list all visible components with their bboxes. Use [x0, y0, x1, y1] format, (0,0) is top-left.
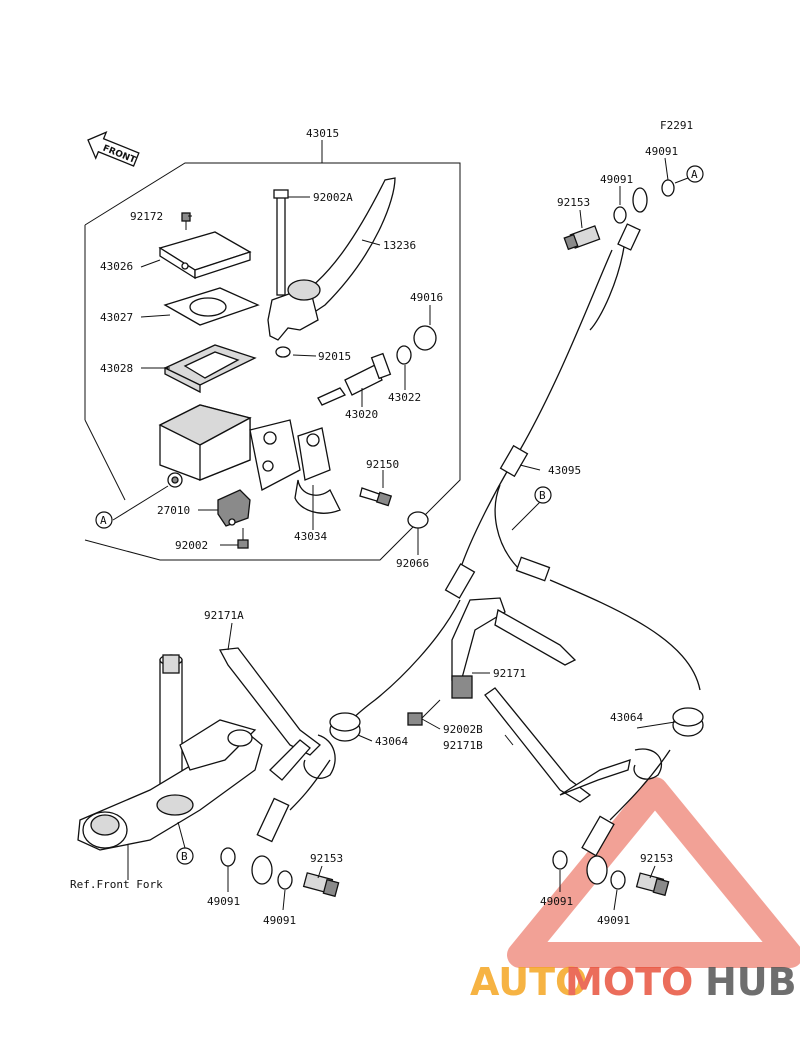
clamp-bolt: [359, 487, 393, 507]
callout-43020: 43020: [345, 408, 378, 421]
bracket-92171A: [218, 647, 336, 781]
grommet-left: [329, 712, 361, 742]
callout-49091-top-right: 49091: [645, 145, 678, 158]
watermark-text-moto: MOTO: [565, 960, 693, 1004]
watermark: AUTO MOTO HUB: [470, 960, 797, 1004]
callout-49091-top: 49091: [600, 173, 633, 186]
callout-92015: 92015: [318, 350, 351, 363]
front-arrow-icon: FRONT: [87, 131, 140, 167]
switch-screw: [237, 528, 249, 549]
reservoir-screw: [181, 212, 191, 230]
brake-lever: [267, 177, 396, 358]
callout-43064-right: 43064: [610, 711, 643, 724]
callout-92171: 92171: [493, 667, 526, 680]
diaphragm: [163, 344, 257, 394]
clamp: [294, 427, 341, 514]
diaphragm-plate: [163, 287, 260, 326]
callout-92153-top: 92153: [557, 196, 590, 209]
callout-49091-bottom-left-1: 49091: [207, 895, 240, 908]
callout-92066: 92066: [396, 557, 429, 570]
callout-49091-bottom-left-2: 49091: [263, 914, 296, 927]
bracket-92171B: [484, 687, 663, 803]
callout-92002A: 92002A: [313, 191, 353, 204]
master-cylinder-group-outline: [84, 140, 461, 561]
callout-43015: 43015: [306, 127, 339, 140]
callout-43026: 43026: [100, 260, 133, 273]
front-fork-assembly: [77, 654, 263, 851]
callout-49091-bottom-right-1: 49091: [540, 895, 573, 908]
callout-92150: 92150: [366, 458, 399, 471]
master-cylinder-body: [158, 404, 301, 491]
callout-43022: 43022: [388, 391, 421, 404]
ref-front-fork-label: Ref.Front Fork: [70, 878, 163, 891]
callout-13236: 13236: [383, 239, 416, 252]
callout-43028: 43028: [100, 362, 133, 375]
cap-92066: [407, 511, 429, 529]
banjo-bolt-bottom-right: [552, 850, 670, 897]
svg-text:A: A: [691, 168, 698, 181]
banjo-bolt-top: [563, 179, 675, 251]
callout-92153-bottom-right: 92153: [640, 852, 673, 865]
marker-b-top: B: [534, 486, 552, 504]
reservoir-cap: [158, 231, 252, 280]
svg-text:B: B: [539, 489, 546, 502]
callout-49016: 49016: [410, 291, 443, 304]
marker-b-bottom: B: [176, 847, 194, 865]
callout-43034: 43034: [294, 530, 327, 543]
callout-92171B: 92171B: [443, 739, 483, 752]
callout-92171A: 92171A: [204, 609, 244, 622]
callout-92153-bottom-left: 92153: [310, 852, 343, 865]
piston-assembly: [317, 325, 437, 406]
watermark-text-hub: HUB: [705, 960, 797, 1004]
brake-switch: [217, 489, 251, 527]
brake-hose: [256, 223, 701, 857]
callout-92002B: 92002B: [443, 723, 483, 736]
bracket-92171: [451, 597, 577, 699]
diagram-code: F2291: [660, 119, 693, 132]
callout-43095: 43095: [548, 464, 581, 477]
callout-27010: 27010: [157, 504, 190, 517]
callout-43064-left: 43064: [375, 735, 408, 748]
callout-49091-bottom-right-2: 49091: [597, 914, 630, 927]
svg-text:B: B: [181, 850, 188, 863]
callout-43027: 43027: [100, 311, 133, 324]
svg-text:A: A: [100, 514, 107, 527]
banjo-bolt-bottom-left: [220, 847, 340, 898]
callout-92002: 92002: [175, 539, 208, 552]
bolt-92002B: [407, 699, 441, 726]
marker-a-left: A: [95, 511, 113, 529]
marker-a-right: A: [686, 165, 704, 183]
callout-92172: 92172: [130, 210, 163, 223]
leader-lines: [112, 157, 689, 911]
watermark-text-auto: AUTO: [470, 960, 587, 1004]
grommet-right: [672, 707, 704, 737]
